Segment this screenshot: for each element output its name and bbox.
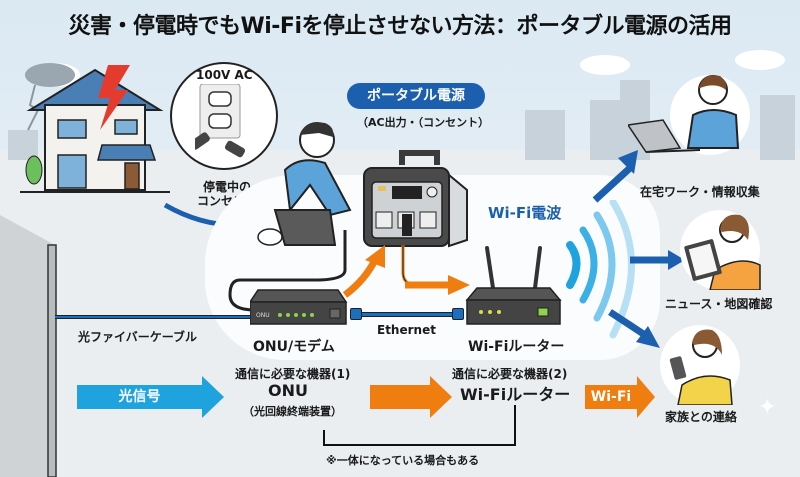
outlet-callout [170,62,278,170]
device1-sub: （光回線終端装置） [243,405,342,418]
device1-caption: 通信に必要な機器(1) [235,367,351,381]
ethernet-plug-icon [452,308,464,320]
power-outlet-icon [195,84,246,158]
laptop-icon [628,119,682,153]
page-title: 災害・停電時でもWi-Fiを停止させない方法：ポータブル電源の活用 [68,14,732,39]
display-screen [392,186,422,199]
wifi-waves-label: Wi-Fi電波 [488,204,562,222]
ethernet-label: Ethernet [377,323,436,337]
wifi-to-users-arrows [592,150,685,348]
person-with-smartphone [669,329,733,405]
antenna [485,246,495,290]
combined-device-bracket [323,430,516,446]
city-skyline-background [8,50,795,160]
svg-text:ONU: ONU [256,312,270,319]
wifi-router-label: Wi-Fiルーター [468,339,565,355]
power-flow-arrows [342,245,470,298]
wifi-output-arrow: Wi-Fi [585,385,637,409]
person-with-tablet [684,214,761,290]
device-link-arrowhead [430,376,452,418]
outlet-voltage-label: 100V AC [196,68,253,82]
sparkle-icon: ✦ [758,395,777,420]
combined-device-note: ※一体になっている場合もある [326,454,480,467]
light-signal-arrow: 光信号 [77,385,202,409]
person-plugging-in [257,122,352,246]
antenna [533,246,542,290]
onu-label: ONU/モデム [253,339,335,355]
device-link-arrow [370,385,430,409]
onu-modem-device: ONU [250,289,348,325]
device1-name: ONU [268,381,308,400]
device2-caption: 通信に必要な機器(2) [452,367,568,381]
building-wall [0,215,57,477]
ac-socket [375,211,393,229]
handle [399,150,440,165]
lightning-bolt-icon [98,65,130,130]
use-label-remote-work: 在宅ワーク・情報収集 [640,185,760,199]
fiber-cable [55,315,250,319]
portable-power-station [363,150,468,248]
portable-power-sub-label: （AC出力・（コンセント） [357,116,490,129]
ethernet-cable [355,312,455,317]
use-label-family-contact: 家族との連絡 [665,410,737,424]
person-with-laptop [628,75,740,153]
portable-power-label: ポータブル電源 [347,83,485,109]
device2-name: Wi-Fiルーター [460,385,571,404]
wifi-output-arrowhead [637,376,655,418]
plug-icon [195,132,210,150]
use-label-news-map: ニュース・地図確認 [665,297,773,311]
ethernet-plug-icon [350,308,362,320]
bracket-riser [514,405,516,431]
power-button [426,186,438,198]
light-signal-arrowhead [202,376,224,418]
house-illustration [20,65,170,193]
wifi-router-device [465,246,562,325]
fiber-cable-label: 光ファイバーケーブル [78,330,198,344]
smartphone-icon [669,356,687,380]
